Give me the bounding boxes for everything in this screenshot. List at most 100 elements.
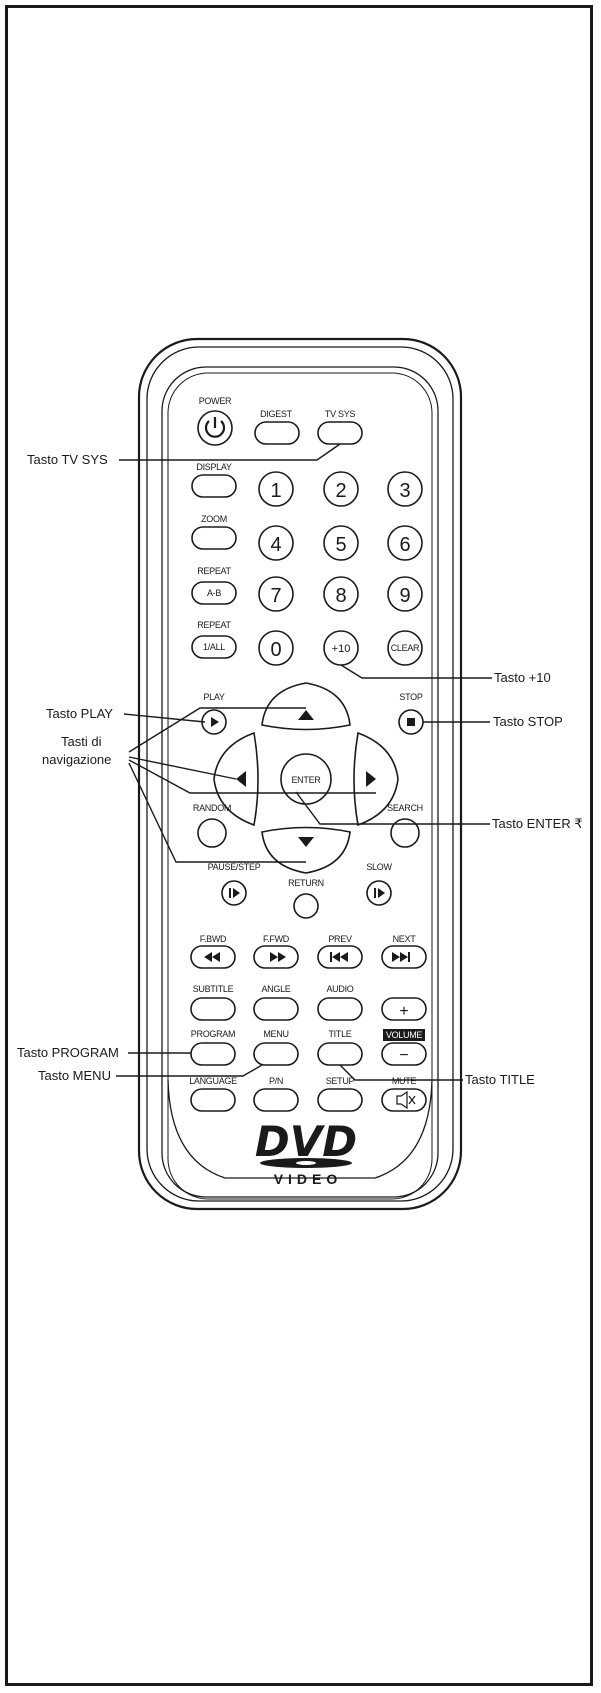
callout-title: Tasto TITLE [465, 1072, 535, 1087]
callout-line-enter [295, 791, 490, 825]
menu-button[interactable] [253, 1042, 299, 1066]
callout-nav-line2: navigazione [42, 752, 111, 767]
language-label: LANGUAGE [189, 1076, 237, 1086]
mute-speaker-icon [396, 1090, 416, 1110]
search-label: SEARCH [387, 803, 423, 813]
callout-line-title [339, 1064, 463, 1081]
callout-stop: Tasto STOP [493, 714, 563, 729]
ffwd-label: F.FWD [263, 934, 290, 944]
subtitle-label: SUBTITLE [193, 984, 234, 994]
repeat-all-label: REPEAT [197, 620, 231, 630]
pn-label: P/N [269, 1076, 283, 1086]
num-1-button[interactable] [258, 471, 294, 507]
num-8-button[interactable] [323, 576, 359, 612]
play-label: PLAY [203, 692, 224, 702]
callout-line-plus10 [340, 664, 492, 679]
title-label: TITLE [328, 1029, 351, 1039]
volume-down-button[interactable] [381, 1042, 427, 1066]
callout-play: Tasto PLAY [46, 706, 113, 721]
search-button[interactable] [390, 818, 420, 848]
clear-button[interactable] [387, 630, 423, 666]
power-icon [204, 417, 226, 438]
callout-line-menu [116, 1064, 263, 1077]
random-button[interactable] [197, 818, 227, 848]
title-button[interactable] [317, 1042, 363, 1066]
repeat-ab-label: REPEAT [197, 566, 231, 576]
mute-button[interactable] [381, 1088, 427, 1112]
tvsys-button[interactable] [317, 421, 363, 445]
callout-enter: Tasto ENTER ₹ [492, 816, 583, 831]
volume-up-button[interactable] [381, 997, 427, 1021]
digest-label: DIGEST [260, 409, 293, 419]
power-label: POWER [199, 396, 232, 406]
fast-backward-icon [204, 952, 220, 962]
display-label: DISPLAY [196, 462, 232, 472]
next-icon [392, 952, 410, 962]
num-6-label: 6 [399, 534, 410, 556]
slow-label: SLOW [366, 862, 392, 872]
volume-down-label: − [399, 1047, 408, 1064]
callout-lines-navigation [128, 707, 376, 863]
remote-body-outer [137, 337, 463, 1211]
dvd-video-logo: DVD VIDEO [255, 1117, 357, 1187]
zoom-button[interactable] [191, 526, 237, 550]
return-button[interactable] [293, 893, 319, 919]
nav-down-button[interactable] [261, 826, 351, 874]
zoom-label: ZOOM [201, 514, 227, 524]
setup-button[interactable] [317, 1088, 363, 1112]
callout-tvsys: Tasto TV SYS [27, 452, 108, 467]
pn-button[interactable] [253, 1088, 299, 1112]
audio-button[interactable] [317, 997, 363, 1021]
callout-line-tvsys [119, 443, 341, 461]
angle-button[interactable] [253, 997, 299, 1021]
prev-label: PREV [328, 934, 352, 944]
video-logo-text: VIDEO [274, 1171, 343, 1187]
num-3-button[interactable] [387, 471, 423, 507]
remote-body-inner [146, 346, 454, 1202]
angle-label: ANGLE [261, 984, 290, 994]
setup-label: SETUP [326, 1076, 355, 1086]
display-button[interactable] [191, 474, 237, 498]
volume-label-bg [383, 1029, 425, 1041]
tvsys-label: TV SYS [325, 409, 356, 419]
slow-icon [374, 888, 385, 898]
num-2-button[interactable] [323, 471, 359, 507]
program-label: PROGRAM [191, 1029, 235, 1039]
right-arrow-icon [366, 771, 376, 787]
fbwd-label: F.BWD [200, 934, 227, 944]
digest-button[interactable] [254, 421, 300, 445]
num-5-label: 5 [335, 534, 346, 556]
num-4-label: 4 [270, 534, 281, 556]
left-arrow-icon [236, 771, 246, 787]
menu-label: MENU [263, 1029, 288, 1039]
program-button[interactable] [190, 1042, 236, 1066]
play-icon [211, 717, 219, 727]
num-9-label: 9 [399, 585, 410, 607]
callout-line-play [123, 713, 206, 723]
up-arrow-icon [298, 710, 314, 720]
num-7-button[interactable] [258, 576, 294, 612]
mute-label: MUTE [392, 1076, 417, 1086]
down-arrow-icon [298, 837, 314, 847]
pause-step-icon [229, 888, 240, 898]
remote-panel-top [167, 372, 433, 1200]
num-9-button[interactable] [387, 576, 423, 612]
pause-label: PAUSE/STEP [208, 862, 261, 872]
remote-faceplate [167, 1079, 433, 1179]
repeat-ab-button[interactable] [191, 581, 237, 605]
audio-label: AUDIO [326, 984, 353, 994]
enter-button[interactable] [280, 753, 332, 805]
num-6-button[interactable] [387, 525, 423, 561]
num-0-button[interactable] [258, 630, 294, 666]
remote-panel [161, 366, 439, 1198]
repeat-all-button[interactable] [191, 635, 237, 659]
previous-icon [330, 952, 348, 962]
fast-forward-icon [270, 952, 286, 962]
num-2-label: 2 [335, 480, 346, 502]
language-button[interactable] [190, 1088, 236, 1112]
subtitle-button[interactable] [190, 997, 236, 1021]
num-4-button[interactable] [258, 525, 294, 561]
nav-up-button[interactable] [261, 682, 351, 731]
callout-plus10: Tasto +10 [494, 670, 551, 685]
num-5-button[interactable] [323, 525, 359, 561]
